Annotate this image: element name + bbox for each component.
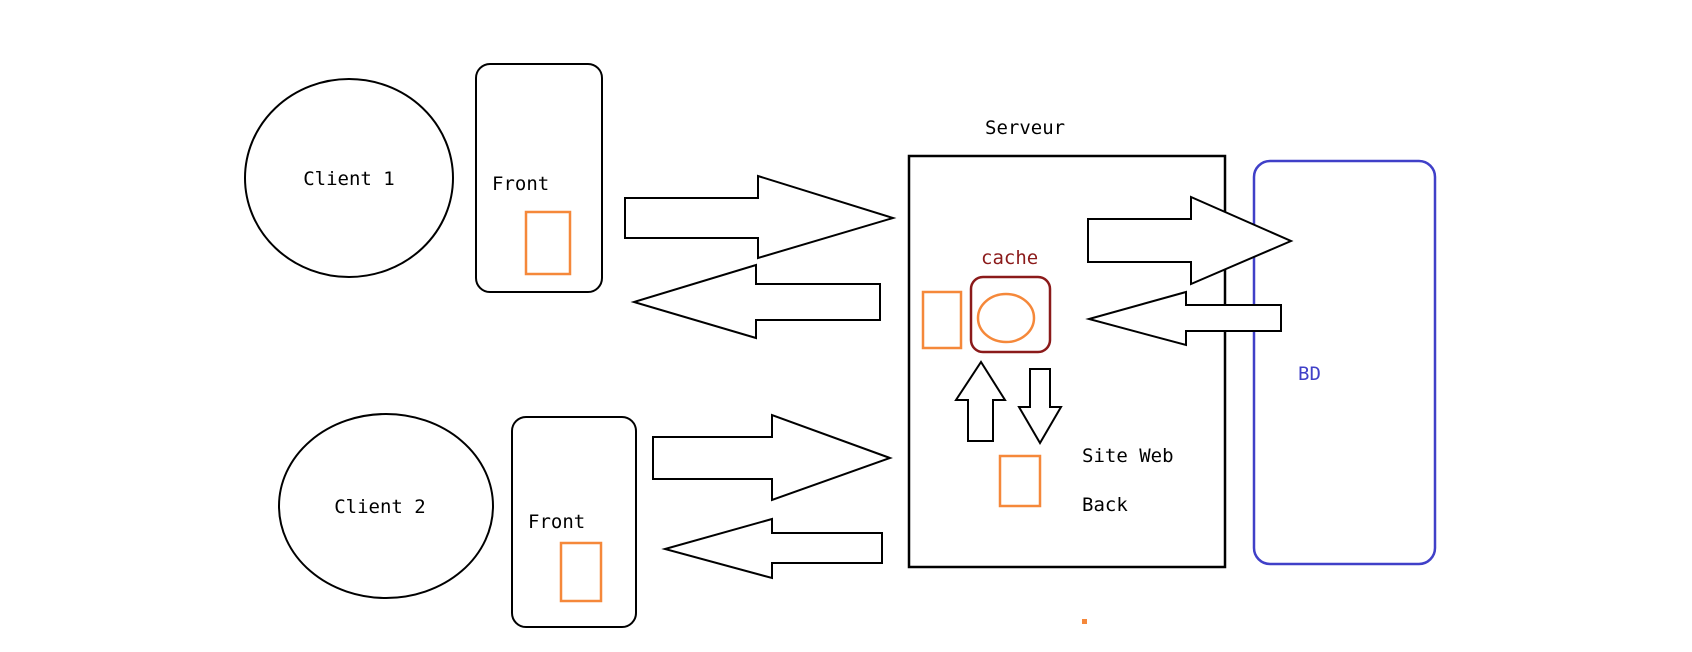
arrow-up-backend-to-cache	[954, 360, 1007, 442]
front-2-box	[511, 416, 637, 628]
client-2-circle	[278, 413, 494, 599]
database-box	[1252, 159, 1437, 566]
arrow-left-server-to-client2	[661, 517, 883, 580]
cache-label: cache	[981, 247, 1038, 269]
server-title: Serveur	[985, 117, 1065, 139]
front-1-component	[524, 210, 572, 276]
server-box	[907, 154, 1227, 569]
front-2-label: Front	[528, 511, 585, 533]
front-2-component	[559, 541, 603, 603]
cache-store	[976, 292, 1036, 344]
backend-component	[998, 454, 1042, 508]
arrow-left-db-to-server	[1085, 290, 1282, 347]
client-1-circle	[244, 78, 454, 278]
back-label: Back	[1082, 494, 1128, 516]
arrow-down-cache-to-backend	[1017, 368, 1063, 445]
client-1-label: Client 1	[303, 168, 395, 190]
site-web-label: Site Web	[1082, 445, 1174, 467]
arrow-left-server-to-client1	[630, 263, 881, 340]
server-component-left	[921, 290, 963, 350]
arrow-right-client2-to-server	[652, 413, 893, 502]
front-1-label: Front	[492, 173, 549, 195]
arrow-right-server-to-db	[1087, 195, 1294, 286]
orange-dot-marker	[1082, 619, 1087, 624]
cache-box	[969, 275, 1052, 354]
arrow-right-client1-to-server	[624, 174, 897, 260]
client-2-label: Client 2	[334, 496, 426, 518]
database-label: BD	[1298, 363, 1321, 385]
front-1-box	[475, 63, 603, 293]
